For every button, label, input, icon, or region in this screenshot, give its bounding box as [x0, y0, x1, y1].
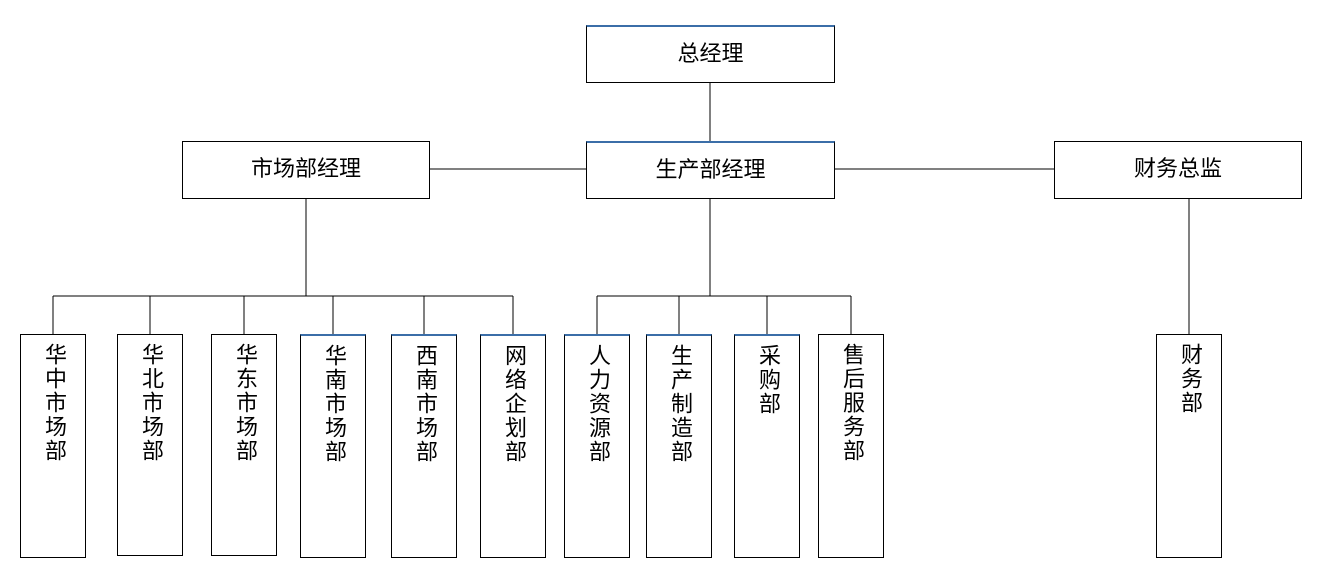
dept-label: 华东市场部	[232, 343, 257, 463]
dept-box: 采购部	[734, 334, 800, 558]
ceo-box: 总经理	[586, 25, 835, 83]
dept-box: 华中市场部	[20, 334, 86, 558]
dept-label: 采购部	[755, 344, 780, 416]
dept-box: 华东市场部	[211, 334, 277, 556]
finance-director-box: 财务总监	[1054, 141, 1302, 199]
finance-director-label: 财务总监	[1133, 157, 1222, 182]
production-manager-label: 生产部经理	[655, 157, 766, 183]
dept-label: 华南市场部	[321, 344, 346, 464]
production-manager-box: 生产部经理	[586, 141, 835, 199]
dept-label: 生产制造部	[667, 344, 692, 464]
dept-label: 网络企划部	[501, 344, 526, 464]
dept-label: 西南市场部	[412, 344, 437, 464]
dept-box: 华北市场部	[117, 334, 183, 556]
dept-box: 网络企划部	[480, 334, 546, 558]
dept-box: 华南市场部	[300, 334, 366, 558]
dept-label: 售后服务部	[839, 343, 864, 463]
dept-label: 财务部	[1177, 343, 1202, 415]
dept-box: 财务部	[1156, 334, 1222, 558]
dept-box: 西南市场部	[391, 334, 457, 558]
dept-box: 生产制造部	[646, 334, 712, 558]
dept-label: 人力资源部	[585, 344, 610, 464]
dept-label: 华中市场部	[41, 343, 66, 463]
marketing-manager-box: 市场部经理	[182, 141, 430, 199]
dept-box: 售后服务部	[818, 334, 884, 558]
dept-label: 华北市场部	[138, 343, 163, 463]
ceo-label: 总经理	[677, 41, 744, 67]
dept-box: 人力资源部	[564, 334, 630, 558]
marketing-manager-label: 市场部经理	[250, 157, 361, 182]
